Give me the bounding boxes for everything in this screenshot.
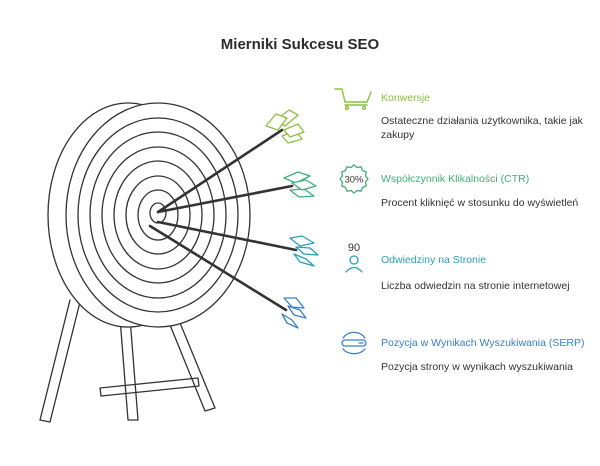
- arrow-visits: [156, 220, 319, 267]
- conversions-description: Ostateczne działania użytkownika, takie …: [381, 115, 583, 141]
- ctr-title: Współczynnik Klikalności (CTR): [381, 173, 530, 185]
- stand-right-leg: [167, 317, 216, 412]
- target-ring-1: [65, 102, 251, 328]
- target-ring-5: [113, 160, 203, 270]
- percent-badge-icon: 30%: [339, 164, 369, 194]
- target-ring-3: [89, 131, 227, 299]
- target-ring-2: [77, 117, 239, 313]
- stand-crossbar: [99, 377, 200, 397]
- target-ring-4: [101, 146, 215, 284]
- conversions-title: Konwersje: [381, 92, 431, 104]
- serp-description: Pozycja strony w wynikach wyszukiwania: [381, 361, 573, 373]
- serp-title: Pozycja w Wynikach Wyszukiwania (SERP): [381, 337, 585, 349]
- diagram-title: Mierniki Sukcesu SEO: [220, 36, 380, 53]
- search-rank-icon: [341, 331, 367, 355]
- visits-badge-text: 90: [348, 242, 360, 254]
- target-ring-7: [137, 189, 179, 241]
- arrow-ctr: [156, 171, 317, 214]
- target-ring-6: [125, 175, 191, 255]
- visits-description: Liczba odwiedzin na stronie internetowej: [381, 280, 570, 292]
- arrow-serp: [148, 224, 307, 329]
- arrow-conversions: [156, 109, 305, 214]
- stand-back-leg: [119, 317, 139, 421]
- shopping-cart-icon: [334, 88, 372, 110]
- ctr-description: Procent kliknięć w stosunku do wyświetle…: [381, 197, 579, 209]
- visits-title: Odwiedziny na Stronie: [381, 254, 487, 266]
- ctr-badge-text: 30%: [344, 175, 364, 186]
- visitor-count-icon: 90: [345, 242, 363, 273]
- stand-left-leg: [39, 299, 81, 423]
